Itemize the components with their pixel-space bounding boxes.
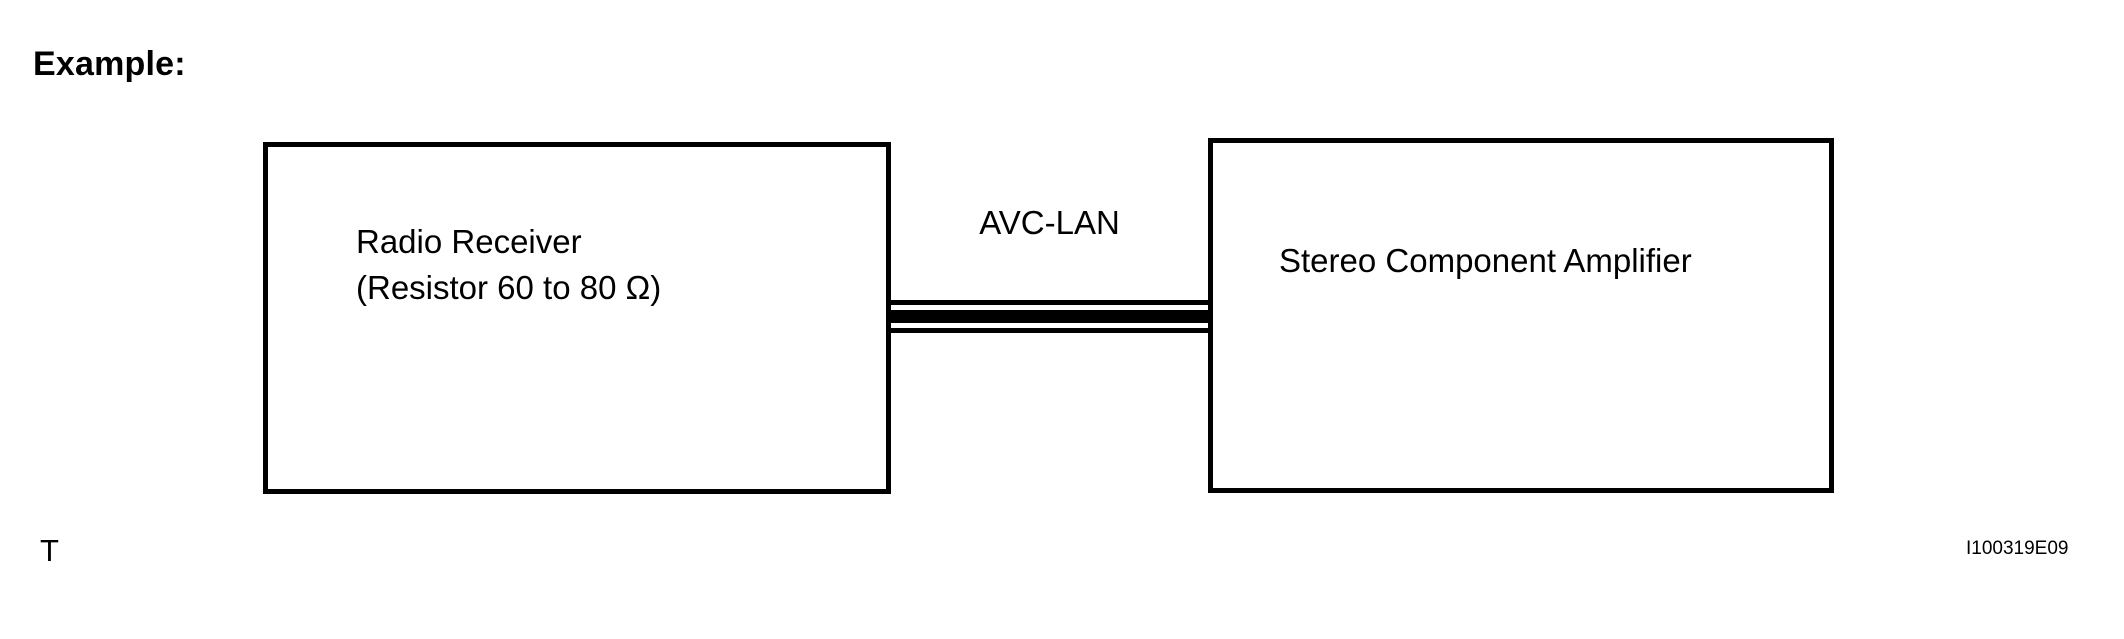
radio-receiver-label: Radio Receiver (Resistor 60 to 80 Ω): [356, 219, 661, 311]
stereo-component-amplifier-label: Stereo Component Amplifier: [1279, 238, 1692, 284]
figure-reference-code: I100319E09: [1966, 538, 2069, 559]
stereo-component-amplifier-box: Stereo Component Amplifier: [1208, 138, 1834, 493]
avc-lan-bus-connector: [891, 298, 1208, 338]
avc-lan-label: AVC-LAN: [979, 204, 1120, 241]
bus-wire-top: [891, 300, 1208, 305]
page-mark: T: [40, 533, 59, 568]
example-heading: Example:: [33, 45, 186, 83]
bus-wire-bottom: [891, 328, 1208, 333]
radio-receiver-label-line1: Radio Receiver: [356, 223, 582, 260]
radio-receiver-label-line2: (Resistor 60 to 80 Ω): [356, 269, 662, 306]
stereo-component-amplifier-label-line1: Stereo Component Amplifier: [1279, 242, 1692, 279]
bus-wire-middle: [891, 310, 1208, 323]
radio-receiver-box: Radio Receiver (Resistor 60 to 80 Ω): [263, 142, 891, 494]
